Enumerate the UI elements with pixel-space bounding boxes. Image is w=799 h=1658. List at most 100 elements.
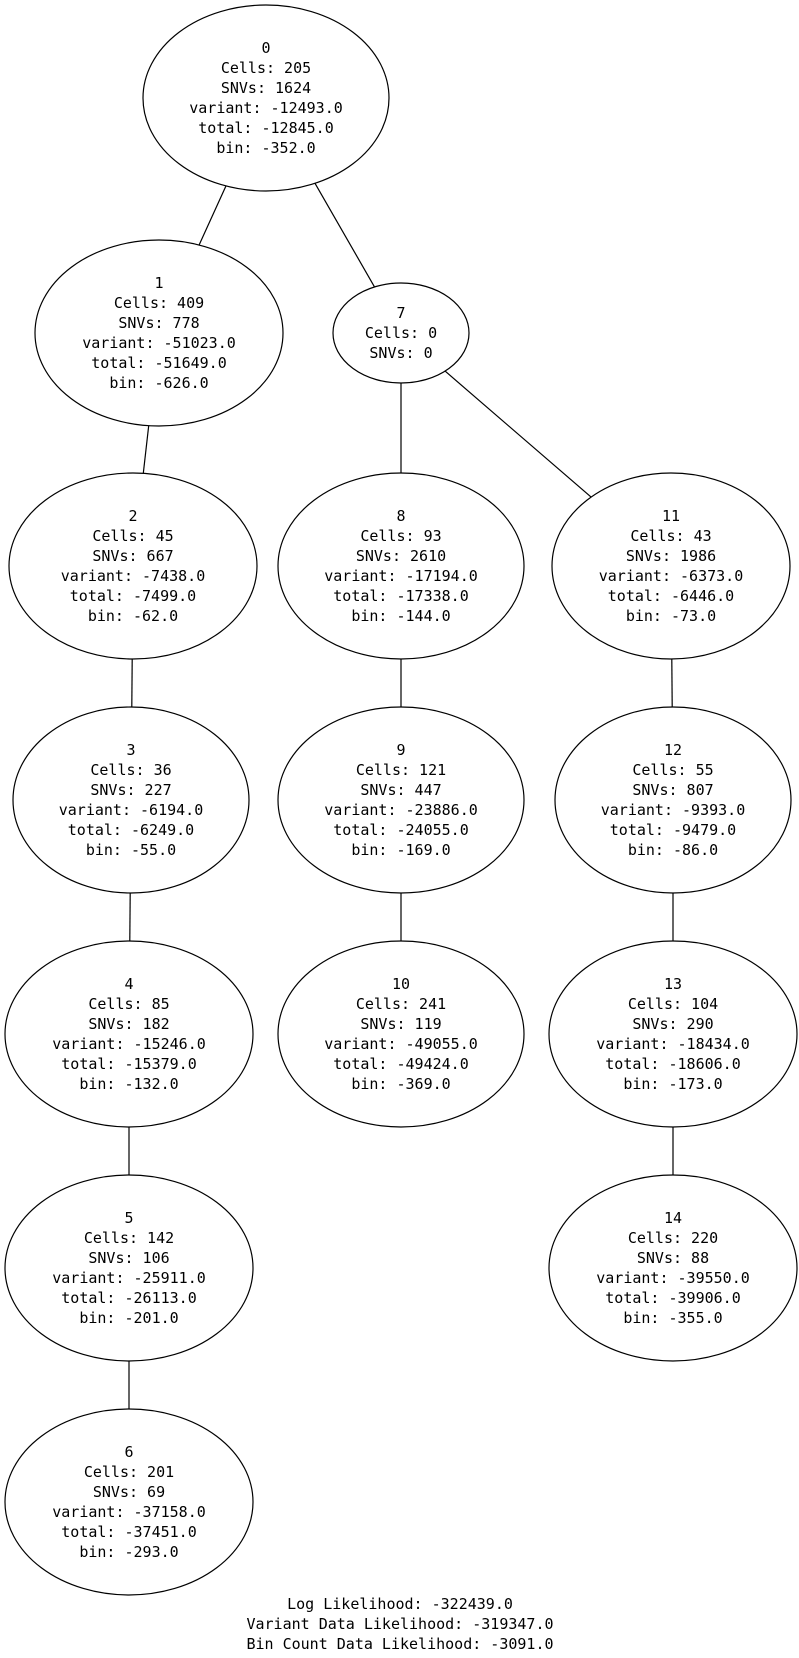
node-id-label: 13 <box>664 975 682 993</box>
node-stat-label: bin: -169.0 <box>351 841 450 859</box>
node-stat-label: variant: -25911.0 <box>52 1269 206 1287</box>
node-stat-label: Cells: 85 <box>88 995 169 1013</box>
node-stat-label: total: -12845.0 <box>198 119 333 137</box>
node-stat-label: SNVs: 290 <box>632 1015 713 1033</box>
node-stat-label: bin: -55.0 <box>86 841 176 859</box>
node-stat-label: variant: -6373.0 <box>599 567 744 585</box>
node-id-label: 10 <box>392 975 410 993</box>
node-ellipse <box>332 282 470 384</box>
node-stat-label: bin: -173.0 <box>623 1075 722 1093</box>
likelihood-footer: Log Likelihood: -322439.0 Variant Data L… <box>246 1595 553 1653</box>
node-id-label: 9 <box>396 741 405 759</box>
node-stat-label: total: -7499.0 <box>70 587 196 605</box>
node-stat-label: variant: -9393.0 <box>601 801 746 819</box>
node-ellipse <box>34 239 284 427</box>
variant-likelihood-text: Variant Data Likelihood: -319347.0 <box>246 1615 553 1633</box>
node-id-label: 11 <box>662 507 680 525</box>
node-stat-label: variant: -51023.0 <box>82 334 236 352</box>
log-likelihood-text: Log Likelihood: -322439.0 <box>287 1595 513 1613</box>
node-stat-label: variant: -23886.0 <box>324 801 478 819</box>
node-id-label: 5 <box>124 1209 133 1227</box>
node-stat-label: SNVs: 88 <box>637 1249 709 1267</box>
edge-0-7 <box>314 183 376 288</box>
node-stat-label: variant: -39550.0 <box>596 1269 750 1287</box>
node-ellipse <box>277 706 525 894</box>
node-stat-label: Cells: 43 <box>630 527 711 545</box>
node-stat-label: Cells: 409 <box>114 294 204 312</box>
node-id-label: 14 <box>664 1209 682 1227</box>
node-stat-label: bin: -73.0 <box>626 607 716 625</box>
node-stat-label: Cells: 0 <box>365 324 437 342</box>
node-stat-label: bin: -144.0 <box>351 607 450 625</box>
node-stat-label: bin: -132.0 <box>79 1075 178 1093</box>
node-ellipse <box>548 1174 798 1362</box>
edge-7-11 <box>444 370 592 498</box>
node-stat-label: variant: -17194.0 <box>324 567 478 585</box>
node-stat-label: total: -39906.0 <box>605 1289 740 1307</box>
node-stat-label: SNVs: 1624 <box>221 79 311 97</box>
node-stat-label: Cells: 104 <box>628 995 718 1013</box>
node-ellipse <box>142 4 390 192</box>
node-stat-label: SNVs: 778 <box>118 314 199 332</box>
edges-layer <box>128 183 674 1409</box>
node-id-label: 3 <box>126 741 135 759</box>
node-stat-label: total: -26113.0 <box>61 1289 196 1307</box>
node-stat-label: Cells: 205 <box>221 59 311 77</box>
node-stat-label: total: -15379.0 <box>61 1055 196 1073</box>
node-ellipse <box>277 940 525 1128</box>
node-stat-label: bin: -201.0 <box>79 1309 178 1327</box>
node-stat-label: SNVs: 0 <box>369 344 432 362</box>
node-stat-label: Cells: 220 <box>628 1229 718 1247</box>
node-stat-label: total: -6249.0 <box>68 821 194 839</box>
node-stat-label: bin: -369.0 <box>351 1075 450 1093</box>
node-stat-label: SNVs: 2610 <box>356 547 446 565</box>
node-stat-label: variant: -49055.0 <box>324 1035 478 1053</box>
node-stat-label: Cells: 201 <box>84 1463 174 1481</box>
node-id-label: 6 <box>124 1443 133 1461</box>
node-stat-label: variant: -7438.0 <box>61 567 206 585</box>
node-stat-label: Cells: 45 <box>92 527 173 545</box>
node-stat-label: SNVs: 667 <box>92 547 173 565</box>
edge-1-2 <box>142 425 150 474</box>
node-stat-label: total: -37451.0 <box>61 1523 196 1541</box>
node-stat-label: total: -24055.0 <box>333 821 468 839</box>
node-stat-label: Cells: 93 <box>360 527 441 545</box>
node-stat-label: Cells: 55 <box>632 761 713 779</box>
node-stat-label: bin: -62.0 <box>88 607 178 625</box>
node-stat-label: total: -9479.0 <box>610 821 736 839</box>
node-stat-label: variant: -12493.0 <box>189 99 343 117</box>
node-ellipse <box>554 706 792 894</box>
node-stat-label: SNVs: 106 <box>88 1249 169 1267</box>
node-stat-label: Cells: 241 <box>356 995 446 1013</box>
node-stat-label: bin: -293.0 <box>79 1543 178 1561</box>
node-ellipse <box>551 472 791 660</box>
edge-0-1 <box>198 185 227 246</box>
node-stat-label: bin: -86.0 <box>628 841 718 859</box>
node-ellipse <box>12 706 250 894</box>
node-ellipse <box>548 940 798 1128</box>
node-ellipse <box>4 1408 254 1596</box>
node-stat-label: SNVs: 807 <box>632 781 713 799</box>
node-stat-label: Cells: 36 <box>90 761 171 779</box>
node-stat-label: variant: -6194.0 <box>59 801 204 819</box>
node-id-label: 8 <box>396 507 405 525</box>
node-id-label: 7 <box>396 304 405 322</box>
node-stat-label: total: -51649.0 <box>91 354 226 372</box>
node-ellipse <box>4 940 254 1128</box>
node-stat-label: Cells: 121 <box>356 761 446 779</box>
node-stat-label: SNVs: 447 <box>360 781 441 799</box>
node-stat-label: total: -6446.0 <box>608 587 734 605</box>
